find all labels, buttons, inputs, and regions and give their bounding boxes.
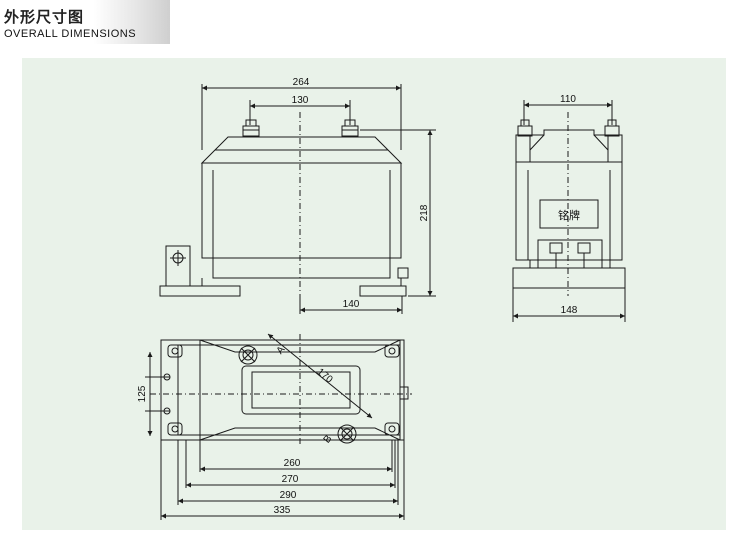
label-270: 270 (282, 474, 299, 485)
title-chinese: 外形尺寸图 (4, 8, 85, 26)
dim-line-170 (267, 333, 373, 419)
label-125: 125 (137, 385, 148, 402)
label-264: 264 (293, 77, 310, 88)
nameplate-label: 铭牌 (558, 208, 580, 222)
top-terminal-b (337, 424, 357, 444)
front-base-left (159, 285, 241, 297)
label-terminal-a: A (275, 344, 288, 356)
header-banner: 外形尺寸图 OVERALL DIMENSIONS (0, 0, 170, 44)
label-335: 335 (274, 505, 291, 516)
label-140: 140 (343, 299, 360, 310)
label-290: 290 (280, 490, 297, 501)
side-main-body (515, 161, 623, 261)
front-base-right (359, 285, 407, 297)
front-main-body (201, 162, 402, 259)
label-130: 130 (292, 95, 309, 106)
label-260: 260 (284, 458, 301, 469)
front-view (159, 84, 436, 314)
front-terminal-right (341, 119, 359, 137)
side-view (512, 100, 626, 322)
title-english: OVERALL DIMENSIONS (4, 28, 137, 40)
top-terminal-a (238, 345, 258, 365)
top-view (145, 333, 412, 520)
front-terminal-left (242, 119, 260, 137)
label-218: 218 (419, 204, 430, 221)
side-base (512, 267, 626, 289)
label-148: 148 (561, 305, 578, 316)
label-170: 170 (315, 367, 335, 386)
label-110: 110 (560, 94, 576, 105)
top-core (241, 365, 361, 415)
side-nameplate (539, 199, 599, 229)
